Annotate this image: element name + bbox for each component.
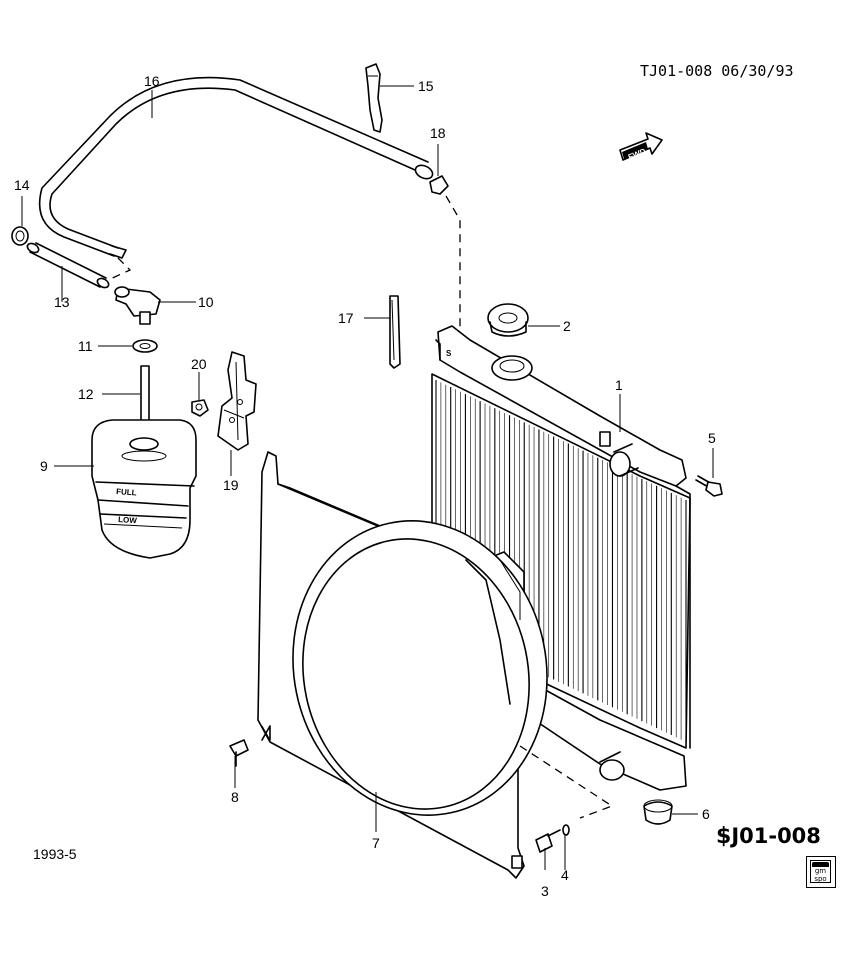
callout-19: 19 [223, 477, 239, 493]
grommet [11, 226, 29, 246]
callout-2: 2 [563, 318, 571, 334]
reservoir-cap [114, 286, 161, 325]
leader-lines [21, 85, 714, 870]
hose-clip [429, 175, 449, 195]
callout-10: 10 [198, 294, 214, 310]
overflow-hose [38, 76, 434, 259]
low-mark: LOW [118, 515, 138, 525]
hose-clamp [365, 63, 383, 133]
callout-18: 18 [430, 125, 446, 141]
radiator-bolt [695, 475, 723, 497]
gm-logo-line2: spo [814, 875, 827, 883]
callout-20: 20 [191, 356, 207, 372]
callout-12: 12 [78, 386, 94, 402]
drain-plug-o-ring [562, 824, 570, 836]
callout-14: 14 [14, 177, 30, 193]
seal-washer [132, 339, 158, 353]
callout-8: 8 [231, 789, 239, 805]
reservoir-tank: FULL LOW [91, 419, 197, 559]
gm-logo-line1: gm [814, 867, 827, 875]
section-code: $J01-008 [716, 824, 821, 849]
callout-15: 15 [418, 78, 434, 94]
fan-shroud [257, 451, 548, 879]
callout-13: 13 [54, 294, 70, 310]
callout-16: 16 [144, 73, 160, 89]
reservoir-bracket [217, 351, 257, 451]
fwd-arrow-icon: FWD [619, 132, 663, 162]
radiator-mount-grommet [643, 799, 673, 825]
short-hose [26, 242, 110, 289]
radiator-core-fins [435, 380, 687, 742]
shroud-bolt [229, 739, 249, 767]
drain-plug [535, 829, 561, 853]
radiator-tag: S [446, 349, 452, 358]
callout-3: 3 [541, 883, 549, 899]
shroud-bracket [389, 295, 401, 369]
callout-17: 17 [338, 310, 354, 326]
date-code: 1993-5 [33, 846, 77, 862]
callout-5: 5 [708, 430, 716, 446]
gm-spo-logo-icon: gm spo [806, 856, 836, 888]
callout-1: 1 [615, 377, 623, 393]
callout-9: 9 [40, 458, 48, 474]
clip-nut [191, 399, 209, 417]
radiator-cap [487, 303, 529, 337]
callout-4: 4 [561, 867, 569, 883]
drawing-reference: TJ01-008 06/30/93 [640, 62, 794, 80]
callout-7: 7 [372, 835, 380, 851]
full-mark: FULL [116, 487, 137, 497]
suzuki-s-icon: $ [716, 824, 732, 849]
section-code-text: J01-008 [731, 824, 821, 848]
callout-11: 11 [78, 338, 93, 354]
callout-6: 6 [702, 806, 710, 822]
